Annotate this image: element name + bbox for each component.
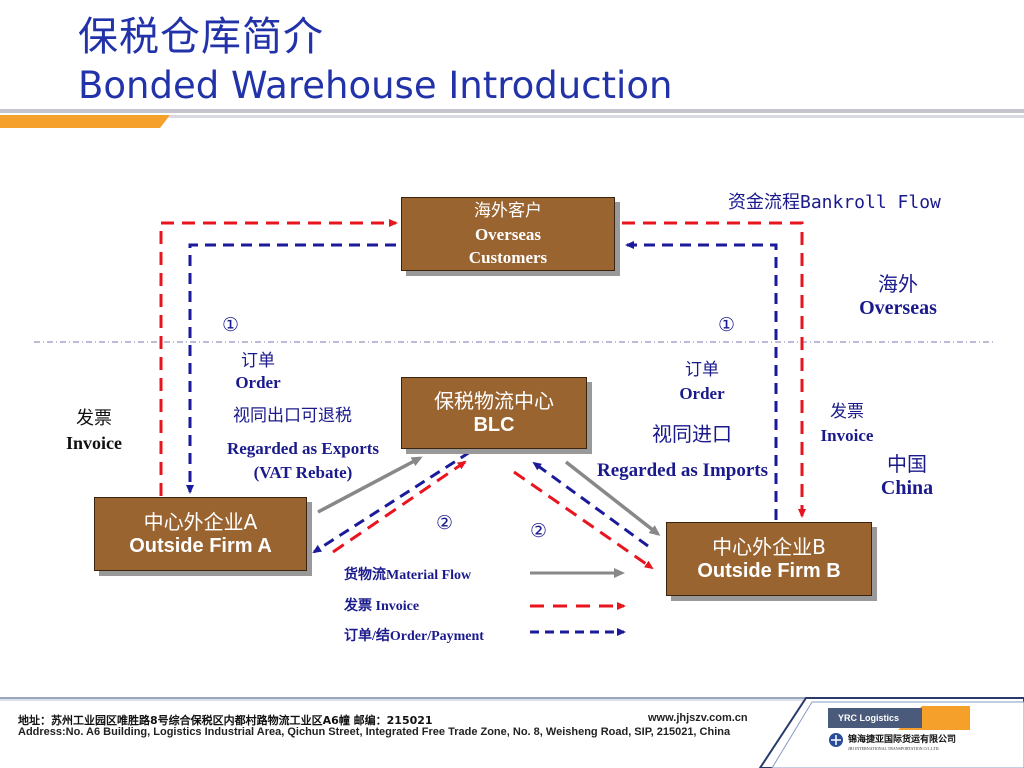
order-line-overseas-to-firm-a: [186, 243, 396, 494]
left-regarded-en: Regarded as Exports (VAT Rebate): [214, 437, 392, 485]
logo-name-en: JHJ INTERNATIONAL TRANSPORTATION CO.,LTD…: [848, 746, 940, 751]
invoice-flow-lines: [159, 219, 806, 570]
overseas-customers-label-cn: 海外客户: [474, 200, 542, 221]
right-regarded-en: Regarded as Imports: [597, 460, 768, 481]
left-regarded-en2: (VAT Rebate): [253, 463, 353, 482]
left-order-label: 订单 Order: [225, 350, 291, 394]
right-invoice-en: Invoice: [820, 426, 874, 445]
legend-lines: [530, 568, 626, 636]
page-title-en: Bonded Warehouse Introduction: [78, 64, 673, 107]
page-title-cn: 保税仓库简介: [78, 14, 324, 60]
order-line-blc-to-firm-a: [312, 450, 471, 554]
invoice-line-firm-a-to-blc: [332, 460, 467, 554]
company-logo: YRC Logistics 锦海捷亚国际货运有限公司 JHJ INTERNATI…: [826, 706, 970, 758]
firm-b-label-cn: 中心外企业B: [712, 535, 826, 559]
right-invoice-label: 发票 Invoice: [812, 400, 882, 448]
blc-label-en: BLC: [473, 414, 515, 436]
china-region-cn: 中国: [887, 452, 927, 476]
overseas-region-label: 海外 Overseas: [852, 268, 944, 320]
material-line-firm-a-to-blc: [317, 456, 423, 514]
left-regarded-en1: Regarded as Exports: [226, 439, 380, 458]
left-invoice-label: 发票 Invoice: [58, 407, 130, 455]
logo-name-cn: 锦海捷亚国际货运有限公司: [848, 735, 957, 745]
invoice-line-firm-a-to-overseas: [159, 219, 398, 496]
overseas-customers-box: 海外客户 Overseas Customers: [401, 197, 615, 271]
invoice-line-overseas-to-firm-b: [622, 221, 806, 518]
overseas-customers-label-en1: Overseas: [474, 224, 542, 244]
order-flow-lines: [186, 241, 778, 554]
firm-a-label-en: Outside Firm A: [129, 535, 272, 557]
footer-address-cn: 地址：苏州工业园区唯胜路8号综合保税区内都村路物流工业区A6幢 邮编：21502…: [18, 714, 433, 727]
outside-firm-b-box: 中心外企业B Outside Firm B: [666, 522, 872, 596]
header-rule: [0, 109, 1024, 128]
blc-box: 保税物流中心 BLC: [401, 377, 587, 449]
left-invoice-cn: 发票: [76, 408, 112, 429]
legend-material-label: 货物流Material Flow: [344, 568, 472, 583]
footer-address-en: Address:No. A6 Building, Logistics Indus…: [18, 726, 731, 738]
bankroll-flow-label: 资金流程Bankroll Flow: [728, 188, 941, 214]
right-regarded-cn: 视同进口: [652, 424, 732, 446]
left-order-en: Order: [235, 373, 281, 392]
right-order-en: Order: [679, 384, 725, 403]
invoice-line-blc-to-firm-b: [513, 470, 654, 570]
outside-firm-a-box: 中心外企业A Outside Firm A: [94, 497, 307, 571]
order-line-firm-b-to-overseas: [625, 241, 778, 520]
firm-b-label-en: Outside Firm B: [697, 560, 841, 582]
right-invoice-cn: 发票: [830, 402, 864, 422]
right-order-cn: 订单: [685, 360, 719, 380]
legend-invoice-label: 发票 Invoice: [344, 599, 420, 614]
legend-order-label: 订单/结Order/Payment: [344, 629, 484, 644]
left-regarded-cn: 视同出口可退税: [233, 406, 352, 425]
right-order-label: 订单 Order: [668, 358, 736, 406]
left-order-cn: 订单: [241, 351, 275, 371]
step2-right: ②: [530, 521, 548, 542]
overseas-region-en: Overseas: [859, 297, 937, 319]
overseas-region-cn: 海外: [878, 272, 918, 296]
overseas-customers-label-en2: Customers: [468, 247, 548, 267]
blc-label-cn: 保税物流中心: [434, 389, 554, 413]
logo-tag: YRC Logistics: [828, 708, 922, 728]
step1-left: ①: [222, 315, 240, 336]
china-region-label: 中国 China: [862, 448, 952, 500]
material-line-blc-to-firm-b: [564, 460, 661, 536]
china-region-en: China: [880, 477, 934, 499]
left-invoice-en: Invoice: [66, 433, 122, 453]
order-line-firm-b-to-blc: [532, 461, 649, 548]
firm-a-label-cn: 中心外企业A: [143, 510, 258, 534]
material-flow-lines: [317, 456, 661, 536]
footer-website: www.jhjszv.com.cn: [648, 712, 748, 724]
step1-right: ①: [718, 315, 736, 336]
step2-left: ②: [436, 513, 454, 534]
bankroll-flow-text: 资金流程Bankroll Flow: [728, 192, 941, 213]
